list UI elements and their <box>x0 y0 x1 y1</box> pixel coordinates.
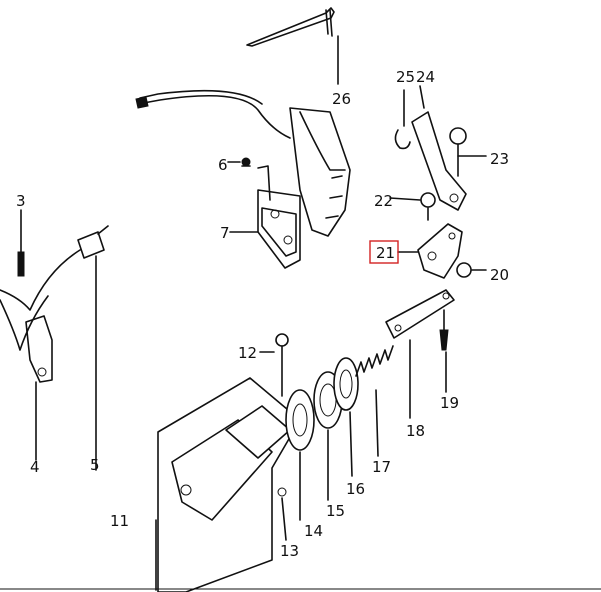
label-18: 18 <box>406 422 425 440</box>
part-4-bracket <box>25 315 53 461</box>
part-21-cam-plate <box>397 223 463 279</box>
label-16: 16 <box>346 480 365 498</box>
highlight-box-21 <box>369 240 399 264</box>
part-11-motor-housing <box>155 377 301 592</box>
label-23: 23 <box>490 150 509 168</box>
label-14: 14 <box>304 522 323 540</box>
part-14-bushing <box>285 389 315 521</box>
label-3: 3 <box>16 192 26 210</box>
label-24: 24 <box>416 68 435 86</box>
part-6-screw <box>241 157 251 167</box>
label-12: 12 <box>238 344 257 362</box>
label-11: 11 <box>110 512 129 530</box>
part-24-lever <box>411 85 467 211</box>
label-26: 26 <box>332 90 351 108</box>
part-19-screw <box>439 309 449 393</box>
label-20: 20 <box>490 266 509 284</box>
label-22: 22 <box>374 192 393 210</box>
part-25-ring <box>394 89 411 150</box>
part-22-nut <box>420 192 436 221</box>
label-19: 19 <box>440 394 459 412</box>
label-21: 21 <box>376 244 395 262</box>
leader-lines <box>227 35 421 233</box>
part-5-lamp-cable <box>0 225 109 471</box>
label-15: 15 <box>326 502 345 520</box>
part-17-spring <box>355 345 394 457</box>
label-7: 7 <box>220 224 230 242</box>
label-17: 17 <box>372 458 391 476</box>
label-13: 13 <box>280 542 299 560</box>
part-23-bolt <box>449 127 487 177</box>
label-5: 5 <box>90 456 100 474</box>
part-labels: 3 4 5 6 7 11 12 13 14 15 16 17 18 19 20 … <box>16 68 509 560</box>
part-26-awl <box>246 7 335 47</box>
label-25: 25 <box>396 68 415 86</box>
part-12-pin <box>259 333 289 397</box>
part-3-screw <box>17 209 25 277</box>
part-18-link-rod <box>385 289 455 419</box>
label-4: 4 <box>30 458 40 476</box>
part-13-clip <box>277 487 287 541</box>
part-20-nut <box>456 262 487 278</box>
label-6: 6 <box>218 156 228 174</box>
part-16-washer <box>333 357 359 477</box>
part-7-lamp-housing <box>135 89 351 269</box>
